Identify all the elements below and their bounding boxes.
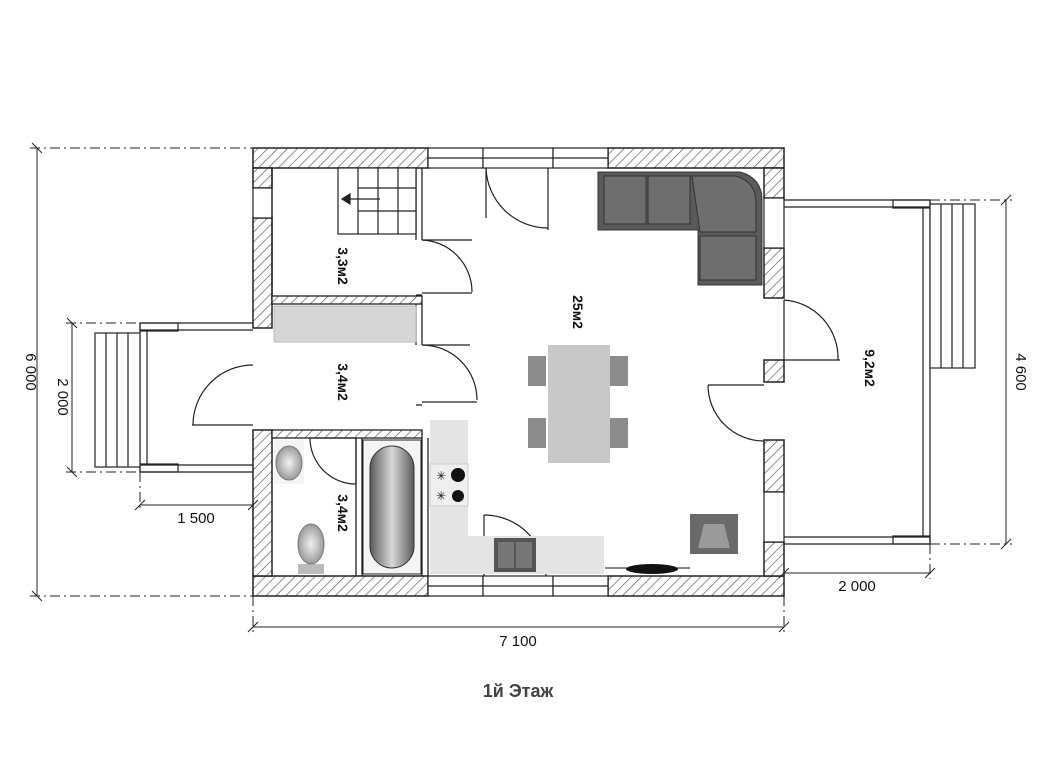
dining-table-icon — [528, 345, 628, 463]
ceiling-fan-icon — [626, 564, 678, 574]
dimension-lines — [30, 142, 1012, 633]
stair-hall-area: 3,3м2 — [335, 247, 351, 285]
overall-depth-label: 6 000 — [22, 353, 39, 391]
toilet-icon — [297, 523, 325, 574]
staircase — [337, 167, 417, 235]
doors — [192, 167, 840, 577]
left-porch — [139, 322, 253, 473]
terrace-depth-label: 4 600 — [1012, 353, 1029, 391]
living-kitchen-area: 25м2 — [570, 295, 586, 329]
svg-text:✳: ✳ — [436, 469, 446, 483]
windows — [252, 147, 785, 597]
fireplace-icon — [690, 514, 738, 554]
cooktop-icon: ✳ ✳ — [429, 463, 469, 507]
overall-width-label: 7 100 — [499, 633, 537, 650]
floor-title: 1й Этаж — [483, 681, 554, 701]
terrace-steps — [929, 203, 976, 369]
bathtub-icon — [362, 439, 422, 575]
exterior-walls — [252, 147, 785, 597]
porch-width-label: 1 500 — [177, 510, 215, 527]
kitchen-sink-icon — [494, 538, 536, 572]
corner-sofa-icon — [597, 171, 763, 286]
terrace — [783, 198, 931, 545]
terrace-area: 9,2м2 — [862, 349, 878, 387]
terrace-width-label: 2 000 — [838, 578, 876, 595]
svg-text:✳: ✳ — [436, 489, 446, 503]
porch-depth-label: 2 000 — [54, 378, 71, 416]
wardrobe — [273, 305, 417, 343]
left-porch-steps — [94, 332, 141, 468]
bedroom-area: 3,4м2 — [335, 363, 351, 401]
washbasin-icon — [274, 440, 304, 484]
bathroom-area: 3,4м2 — [335, 494, 351, 532]
